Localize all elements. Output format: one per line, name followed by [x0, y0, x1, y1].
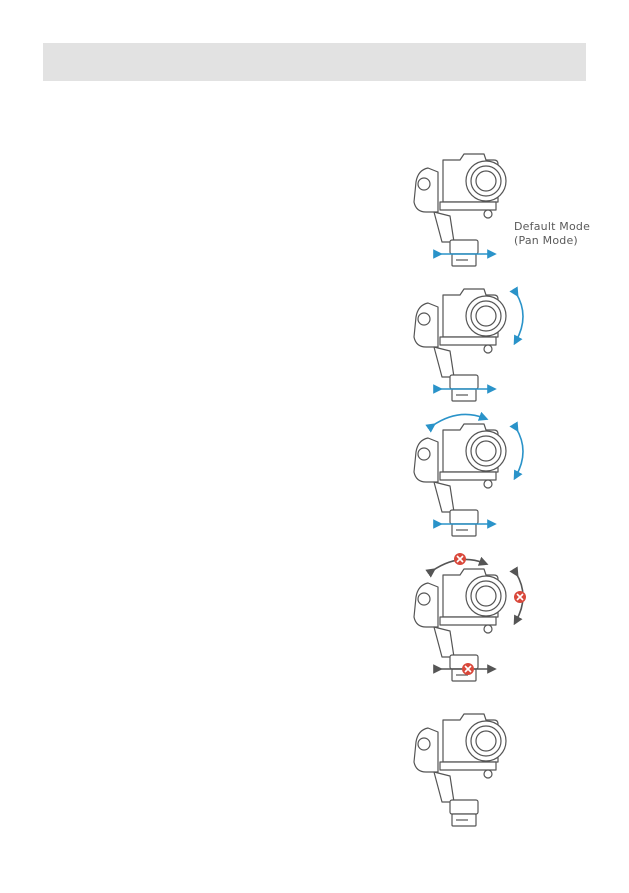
lock-icon	[454, 553, 466, 565]
default-mode-label-line2: (Pan Mode)	[514, 234, 590, 248]
lock-icon	[514, 591, 526, 603]
header-bar	[43, 43, 586, 81]
default-mode-label-line1: Default Mode	[514, 220, 590, 234]
tilt-arrow	[516, 293, 523, 341]
gimbal-figure-fpv-mode	[398, 420, 514, 540]
lock-icon	[462, 663, 474, 675]
gimbal-figure-tilt-mode	[398, 285, 514, 405]
gimbal-figure-default-mode	[398, 150, 514, 270]
default-mode-label: Default Mode (Pan Mode)	[514, 220, 590, 248]
gimbal-figure-lock-mode	[398, 565, 514, 685]
gimbal-figure-standby-mode	[398, 710, 514, 830]
tilt-arrow	[516, 428, 523, 476]
